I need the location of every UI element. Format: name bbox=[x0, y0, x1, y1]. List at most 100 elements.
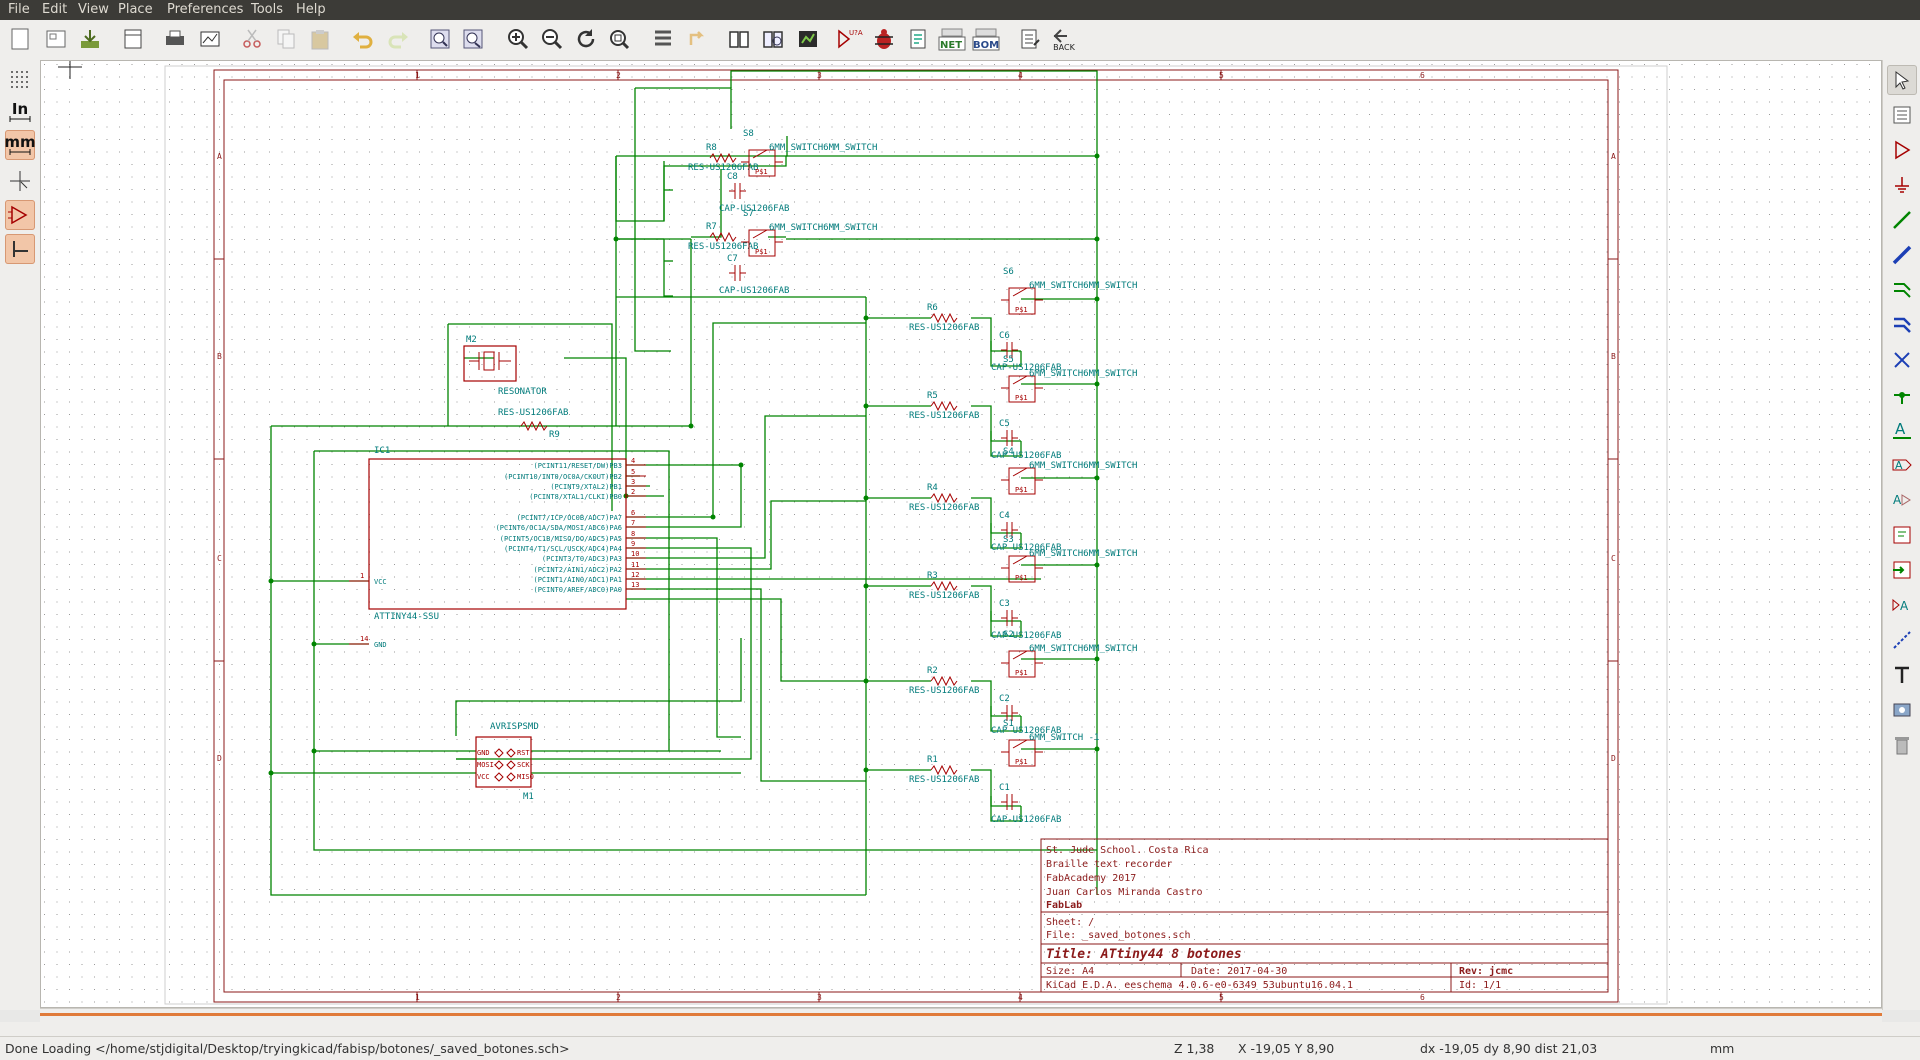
footprint-assign-icon[interactable] bbox=[794, 25, 822, 53]
page-settings-icon[interactable] bbox=[119, 25, 147, 53]
grid bbox=[41, 61, 1881, 1007]
library-editor-icon[interactable] bbox=[725, 25, 753, 53]
cursor-shape-icon[interactable] bbox=[5, 166, 35, 196]
net-label-icon[interactable]: A bbox=[1887, 415, 1917, 445]
erc-icon[interactable] bbox=[870, 25, 898, 53]
resistor-value: RES-US1206FAB bbox=[688, 163, 758, 173]
status-coords: X -19,05 Y 8,90 bbox=[1238, 1041, 1335, 1056]
save-icon[interactable] bbox=[76, 25, 104, 53]
ic1-pin-num: 10 bbox=[631, 550, 639, 558]
grid-toggle-icon[interactable] bbox=[5, 65, 35, 95]
hidden-pins-icon[interactable] bbox=[5, 200, 35, 230]
scrollbar-thumb[interactable] bbox=[40, 1013, 1882, 1016]
cut-icon[interactable] bbox=[238, 25, 266, 53]
r9-value: RES-US1206FAB bbox=[498, 408, 568, 418]
switch-symbol bbox=[1001, 739, 1043, 767]
ic1-symbol[interactable]: IC1 ATTINY44-SSU 1VCC14GND4(PCINT11/RESE… bbox=[349, 446, 646, 649]
menu-preferences[interactable]: Preferences bbox=[167, 2, 244, 17]
capacitor-ref: C7 bbox=[727, 254, 738, 264]
schematic-canvas[interactable]: 112233445566AABBCCDD bbox=[40, 60, 1882, 1008]
image-icon[interactable] bbox=[1887, 695, 1917, 725]
hierarchical-pin-icon[interactable]: A bbox=[1887, 590, 1917, 620]
hierarchical-label-icon[interactable]: A bbox=[1887, 485, 1917, 515]
switch-group[interactable]: R4RES-US1206FABS46MM_SWITCH6MM_SWITCHP$1… bbox=[909, 447, 1137, 553]
switch-pin: P$1 bbox=[1015, 306, 1028, 314]
undo-icon[interactable] bbox=[349, 25, 377, 53]
mm-units-button[interactable]: mm bbox=[4, 130, 36, 160]
wire-angle-icon[interactable] bbox=[5, 234, 35, 264]
junction-icon[interactable] bbox=[1887, 380, 1917, 410]
capacitor-symbol bbox=[1001, 430, 1018, 446]
new-sheet-icon[interactable] bbox=[6, 25, 34, 53]
leave-sheet-icon[interactable] bbox=[684, 25, 712, 53]
hierarchy-navigator-icon[interactable] bbox=[649, 25, 677, 53]
back-icon[interactable]: BACK bbox=[1050, 25, 1078, 53]
junction-dot bbox=[738, 462, 744, 468]
place-component-icon[interactable] bbox=[1887, 135, 1917, 165]
plot-icon[interactable] bbox=[196, 25, 224, 53]
page-outline bbox=[164, 65, 1668, 1005]
annotate-icon[interactable]: U?A 123 bbox=[836, 25, 864, 53]
bus-to-bus-entry-icon[interactable] bbox=[1887, 310, 1917, 340]
inch-units-button[interactable]: In bbox=[5, 97, 35, 127]
menu-file[interactable]: File bbox=[8, 2, 30, 17]
graphic-line-icon[interactable] bbox=[1887, 625, 1917, 655]
ic1-pin-num: 7 bbox=[631, 519, 635, 527]
bus-icon[interactable] bbox=[1887, 240, 1917, 270]
library-browser-icon[interactable] bbox=[759, 25, 787, 53]
junction-dot bbox=[863, 403, 869, 409]
resonator-m2[interactable]: M2 RESONATOR bbox=[463, 335, 547, 397]
redo-icon[interactable] bbox=[384, 25, 412, 53]
menu-tools[interactable]: Tools bbox=[251, 2, 284, 17]
m2-value: RESONATOR bbox=[498, 387, 547, 397]
delete-icon[interactable] bbox=[1887, 730, 1917, 760]
select-icon[interactable] bbox=[1887, 65, 1917, 95]
zoom-redraw-icon[interactable] bbox=[572, 25, 600, 53]
find-icon[interactable] bbox=[426, 25, 454, 53]
isp-m1[interactable]: AVRISPSMD M1 GND MOSI VCC RST SCK MISO bbox=[475, 722, 539, 802]
place-power-icon[interactable] bbox=[1887, 170, 1917, 200]
text-icon[interactable] bbox=[1887, 660, 1917, 690]
zoom-out-icon[interactable] bbox=[538, 25, 566, 53]
cvpcb-icon[interactable] bbox=[904, 25, 932, 53]
wire-icon[interactable] bbox=[1887, 205, 1917, 235]
import-sheet-pin-icon[interactable] bbox=[1887, 555, 1917, 585]
switch-group[interactable]: R5RES-US1206FABS56MM_SWITCH6MM_SWITCHP$1… bbox=[909, 355, 1137, 461]
switch-group[interactable]: R8RES-US1206FABS86MM_SWITCH6MM_SWITCHP$1… bbox=[688, 129, 877, 214]
menu-help[interactable]: Help bbox=[296, 2, 326, 17]
menu-edit[interactable]: Edit bbox=[42, 2, 68, 17]
capacitor-value: CAP-US1206FAB bbox=[991, 451, 1061, 461]
sheet-setup-icon[interactable] bbox=[42, 25, 70, 53]
title-date: Date: 2017-04-30 bbox=[1191, 966, 1287, 977]
bom-icon[interactable]: BOM bbox=[972, 25, 1000, 53]
horizontal-scrollbar[interactable] bbox=[40, 1008, 1882, 1023]
global-label-icon[interactable]: A bbox=[1887, 450, 1917, 480]
wire-to-bus-entry-icon[interactable] bbox=[1887, 275, 1917, 305]
title-comment-2: Braille text recorder bbox=[1046, 859, 1172, 870]
no-connect-icon[interactable] bbox=[1887, 345, 1917, 375]
menu-view[interactable]: View bbox=[78, 2, 109, 17]
hierarchical-sheet-icon[interactable] bbox=[1887, 520, 1917, 550]
resistor-r9[interactable]: RES-US1206FAB R9 bbox=[498, 408, 568, 440]
copy-icon[interactable] bbox=[272, 25, 300, 53]
junction-dot bbox=[1094, 236, 1100, 242]
menu-place[interactable]: Place bbox=[118, 2, 153, 17]
print-icon[interactable] bbox=[161, 25, 189, 53]
switch-symbol bbox=[741, 149, 783, 177]
paste-icon[interactable] bbox=[306, 25, 334, 53]
find-replace-icon[interactable] bbox=[459, 25, 487, 53]
zoom-in-icon[interactable] bbox=[504, 25, 532, 53]
frame-row-label: D bbox=[1611, 754, 1616, 763]
hierarchy-icon[interactable] bbox=[1887, 100, 1917, 130]
switch-group[interactable]: R3RES-US1206FABS36MM_SWITCH6MM_SWITCHP$1… bbox=[909, 535, 1137, 641]
switch-group[interactable]: R2RES-US1206FABS26MM_SWITCH6MM_SWITCHP$1… bbox=[909, 630, 1137, 736]
pcbnew-icon[interactable] bbox=[1016, 25, 1044, 53]
zoom-fit-icon[interactable] bbox=[605, 25, 633, 53]
switch-group[interactable]: R7RES-US1206FABS76MM_SWITCH6MM_SWITCHP$1… bbox=[688, 209, 877, 296]
switch-symbol bbox=[1001, 375, 1043, 403]
switch-group[interactable]: R6RES-US1206FABS66MM_SWITCH6MM_SWITCHP$1… bbox=[909, 267, 1137, 373]
capacitor-symbol bbox=[1001, 522, 1018, 538]
netlist-label: NET bbox=[940, 40, 962, 51]
netlist-icon[interactable]: NET bbox=[938, 25, 966, 53]
